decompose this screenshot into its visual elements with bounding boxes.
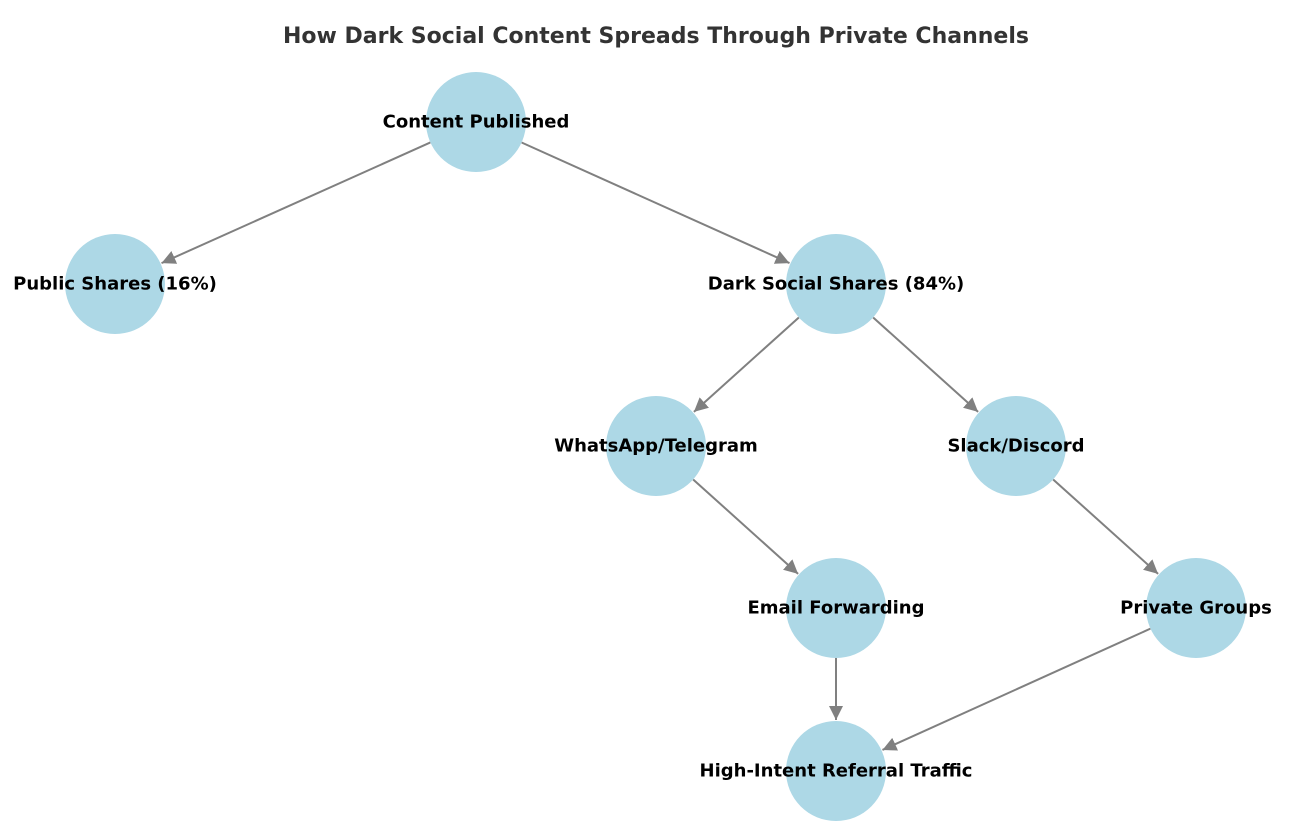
node-label: Dark Social Shares (84%)	[708, 274, 964, 295]
node-label: Private Groups	[1120, 598, 1272, 619]
node-label: Slack/Discord	[947, 436, 1084, 457]
nodes-layer: Content Published Public Shares (16%) Da…	[13, 72, 1272, 821]
node-slack-discord: Slack/Discord	[947, 396, 1085, 496]
edge-arrow	[161, 141, 431, 265]
edge-arrow	[1052, 478, 1159, 575]
node-public-shares: Public Shares (16%)	[13, 234, 217, 334]
node-label: Content Published	[383, 112, 570, 133]
node-circle	[65, 234, 165, 334]
node-circle	[786, 721, 886, 821]
node-dark-social-shares: Dark Social Shares (84%)	[708, 234, 964, 334]
edge-arrow	[521, 141, 790, 264]
edge-arrow	[693, 316, 800, 413]
node-circle	[786, 234, 886, 334]
node-label: WhatsApp/Telegram	[554, 436, 758, 457]
node-circle	[426, 72, 526, 172]
node-label: Email Forwarding	[747, 598, 924, 619]
node-content-published: Content Published	[383, 72, 570, 172]
node-circle	[786, 558, 886, 658]
edges-layer	[161, 141, 1159, 751]
node-whatsapp-telegram: WhatsApp/Telegram	[554, 396, 758, 496]
node-circle	[1146, 558, 1246, 658]
node-circle	[606, 396, 706, 496]
node-circle	[966, 396, 1066, 496]
edge-arrow	[692, 478, 799, 575]
edge-arrow	[882, 627, 1151, 751]
node-high-intent-referral-traffic: High-Intent Referral Traffic	[700, 721, 973, 821]
node-label: Public Shares (16%)	[13, 274, 217, 295]
node-label: High-Intent Referral Traffic	[700, 761, 973, 782]
edge-arrow	[872, 316, 979, 413]
diagram-title: How Dark Social Content Spreads Through …	[283, 24, 1029, 49]
node-email-forwarding: Email Forwarding	[747, 558, 925, 658]
node-private-groups: Private Groups	[1120, 558, 1272, 658]
